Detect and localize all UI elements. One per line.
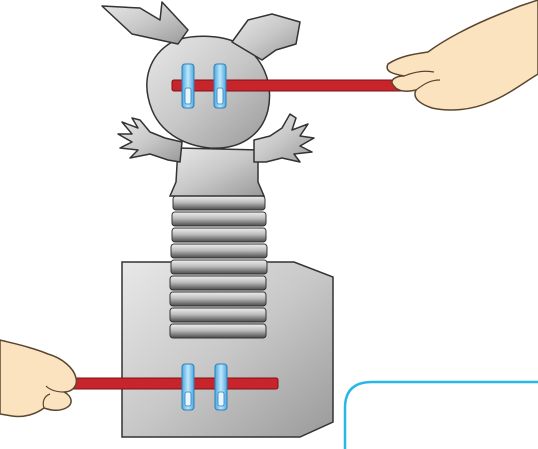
upper-clip-right xyxy=(214,64,226,108)
lower-clip-right xyxy=(215,364,227,410)
puppet-left-ear xyxy=(102,2,188,44)
upper-clip-left xyxy=(182,64,194,108)
lower-clip-left xyxy=(182,364,194,410)
callout-frame xyxy=(345,382,538,449)
lower-stick xyxy=(60,378,278,389)
puppet-body xyxy=(170,148,264,196)
upper-stick xyxy=(172,80,408,91)
right-hand xyxy=(387,0,538,110)
left-hand xyxy=(0,340,76,417)
bellows-neck xyxy=(170,196,267,338)
